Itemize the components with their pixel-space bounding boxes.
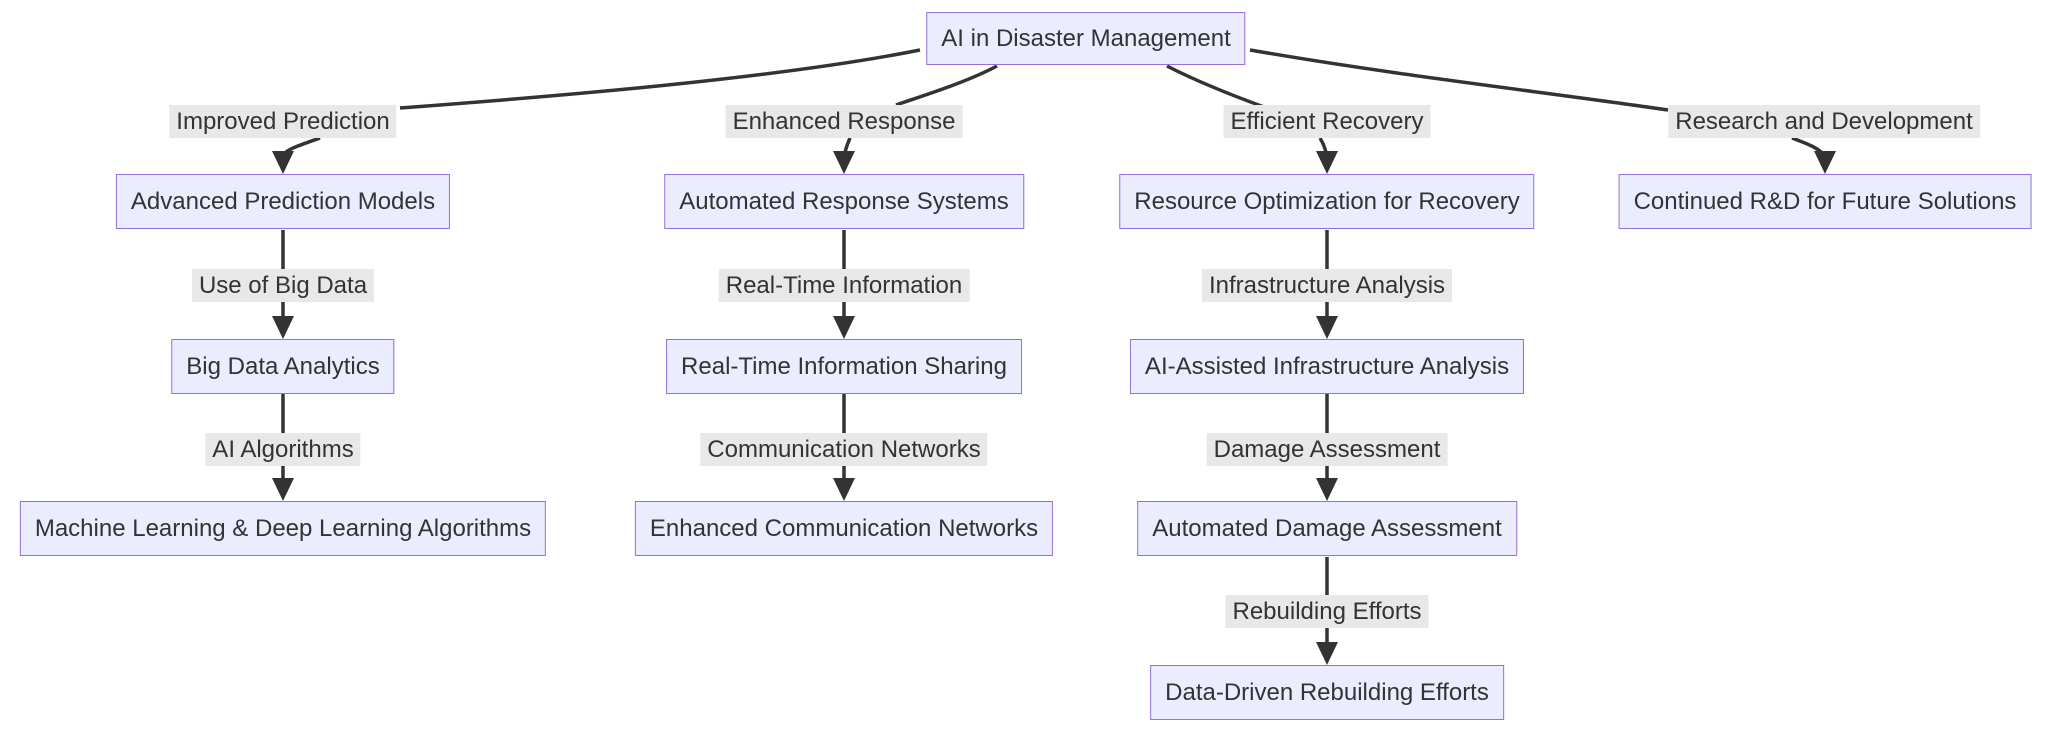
edge-label-improved-prediction: Improved Prediction [169,105,397,138]
edge-label-use-of-big-data: Use of Big Data [191,269,375,302]
edge-root-to-research-development [1249,48,1669,112]
node-big-data-analytics: Big Data Analytics [171,339,395,394]
edge-label-infrastructure-analysis: Infrastructure Analysis [1201,269,1453,302]
edge-efficient-recovery-to-node [1318,137,1328,154]
edge-root-to-enhanced-response [895,64,998,107]
node-automated-damage-assessment: Automated Damage Assessment [1137,501,1517,556]
node-automated-response-systems: Automated Response Systems [664,174,1024,229]
edge-label-communication-networks: Communication Networks [700,433,988,466]
edge-label-ai-algorithms: AI Algorithms [205,433,361,466]
node-ai-assisted-infrastructure-analysis: AI-Assisted Infrastructure Analysis [1129,339,1525,394]
arrowhead-icon [272,478,294,501]
arrowhead-icon [272,151,294,174]
arrowhead-icon [833,478,855,501]
edge-label-research-and-development: Research and Development [1668,105,1980,138]
edge-label-efficient-recovery: Efficient Recovery [1223,105,1431,138]
node-enhanced-communication-networks: Enhanced Communication Networks [634,501,1054,556]
node-data-driven-rebuilding-efforts: Data-Driven Rebuilding Efforts [1150,665,1504,720]
arrowhead-icon [272,316,294,339]
node-real-time-information-sharing: Real-Time Information Sharing [666,339,1022,394]
node-machine-learning-deep-learning-algorithms: Machine Learning & Deep Learning Algorit… [19,501,547,556]
edge-enhanced-response-to-node [843,137,852,154]
arrowhead-icon [1814,151,1836,174]
arrowhead-icon [1316,478,1338,501]
arrowhead-icon [833,151,855,174]
arrowhead-icon [833,316,855,339]
edge-label-enhanced-response: Enhanced Response [725,105,963,138]
arrowhead-icon [1316,642,1338,665]
edge-root-to-efficient-recovery [1166,64,1265,109]
node-ai-in-disaster-management: AI in Disaster Management [926,12,1246,65]
edge-label-real-time-information: Real-Time Information [718,269,970,302]
edge-label-rebuilding-efforts: Rebuilding Efforts [1225,595,1429,628]
node-resource-optimization-for-recovery: Resource Optimization for Recovery [1119,174,1535,229]
edge-label-damage-assessment: Damage Assessment [1206,433,1448,466]
node-continued-rd-for-future-solutions: Continued R&D for Future Solutions [1618,174,2032,229]
edge-root-to-improved-prediction [399,48,921,110]
node-advanced-prediction-models: Advanced Prediction Models [115,174,451,229]
arrowhead-icon [1316,151,1338,174]
arrowhead-icon [1316,316,1338,339]
